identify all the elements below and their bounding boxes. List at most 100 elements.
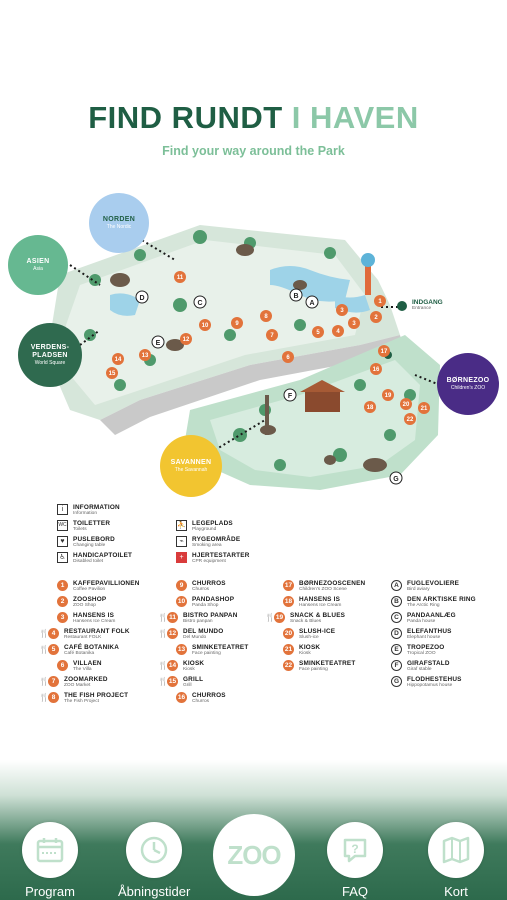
map-building: [305, 390, 340, 412]
legend-name: KAFFEPAVILLIONEN: [73, 580, 140, 587]
legend-name: FLODHESTEHUS: [407, 676, 462, 683]
legend-sub: Churros: [192, 587, 210, 592]
page-subtitle: Find your way around the Park: [162, 144, 345, 158]
nav-zoo-home[interactable]: ZOO: [213, 814, 295, 896]
cutlery-icon: 🍴: [39, 693, 49, 702]
legend-sub: Elephant house: [407, 635, 441, 640]
map-road: [100, 335, 405, 435]
svg-text:20: 20: [403, 402, 410, 408]
svg-text:6: 6: [286, 355, 290, 361]
map-number-markers: 11 1 2 3 3 4 5 6 7 8 9 10 12 13 14 15 16…: [106, 271, 430, 425]
svg-text:9: 9: [235, 321, 239, 327]
wheelchair-icon: ♿: [57, 552, 68, 563]
legend-name: RYGEOMRÅDE: [192, 536, 241, 543]
svg-text:4: 4: [336, 329, 340, 335]
nav-label: Åbningstider: [118, 884, 191, 899]
legend-name: BØRNEZOOSCENEN: [299, 580, 366, 587]
title-part-2: I HAVEN: [291, 100, 419, 135]
svg-text:B: B: [293, 293, 298, 300]
legend-sub: Coffee Pavilion: [73, 587, 106, 592]
area-bubble-bornezoo[interactable]: BØRNEZOO Children's ZOO: [437, 353, 499, 415]
svg-text:15: 15: [109, 371, 116, 377]
legend-name: SMINKETEATRET: [299, 660, 356, 667]
svg-text:16: 16: [373, 367, 380, 373]
nav-circle[interactable]: [22, 822, 78, 878]
legend-sub: Playground: [192, 527, 217, 532]
cutlery-icon: 🍴: [158, 613, 168, 622]
number-marker: 12: [167, 628, 178, 639]
smoking-icon: ⌁: [176, 536, 187, 547]
legend-sub: Face painting: [299, 667, 328, 672]
map-building-roof: [300, 380, 345, 392]
number-marker: 20: [283, 628, 294, 639]
info-icon: i: [57, 504, 68, 515]
legend-name: BISTRO PANPAN: [183, 612, 238, 619]
legend-name: HJERTESTARTER: [192, 552, 250, 559]
legend-sub: ZOO Shop: [73, 603, 96, 608]
area-bubble-savannen[interactable]: SAVANNEN The Savannah: [160, 435, 222, 497]
nav-program[interactable]: Program: [22, 822, 78, 899]
nav-label: Kort: [444, 884, 468, 899]
legend-sub: Giraf stable: [407, 667, 432, 672]
area-bubble-norden[interactable]: NORDEN The Nordic: [89, 193, 149, 253]
svg-text:A: A: [309, 300, 314, 307]
number-marker: 1: [57, 580, 68, 591]
nav-opening-hours[interactable]: Åbningstider: [118, 822, 190, 899]
park-map[interactable]: 11 1 2 3 3 4 5 6 7 8 9 10 12 13 14 15 16…: [0, 185, 507, 497]
cutlery-icon: 🍴: [158, 661, 168, 670]
defibrillator-icon: +: [176, 552, 187, 563]
legend-sub: Hansens Ice Cream: [73, 619, 116, 624]
svg-text:21: 21: [421, 406, 428, 412]
zoo-logo-button[interactable]: ZOO: [213, 814, 295, 896]
legend-sub: Face painting: [192, 651, 221, 656]
nav-circle[interactable]: [428, 822, 484, 878]
legend-name: HANDICAPTOILET: [73, 552, 133, 559]
legend-name: SMINKETEATRET: [192, 644, 249, 651]
area-bubble-verdenspladsen[interactable]: VERDENS- PLADSEN World Square: [18, 323, 82, 387]
map-letter-markers: A B C D E F G: [135, 288, 403, 485]
number-marker: 3: [57, 612, 68, 623]
nav-circle[interactable]: [126, 822, 183, 878]
legend-sub: Hansens Ice Cream: [299, 603, 342, 608]
area-sub: The Nordic: [106, 223, 132, 230]
clock-icon: [140, 836, 168, 864]
legend-sub: The Villa: [73, 667, 92, 672]
nav-circle[interactable]: ?: [327, 822, 383, 878]
legend-name: DEL MUNDO: [183, 628, 224, 635]
legend-sub: Restaurant FOLK: [64, 635, 102, 640]
bottom-nav: Program Åbningstider ZOO ? FAQ: [0, 800, 507, 900]
nav-map[interactable]: Kort: [428, 822, 484, 899]
legend-name: PUSLEBORD: [73, 536, 115, 543]
number-marker: 5: [48, 644, 59, 655]
area-sub: The Savannah: [174, 466, 208, 473]
number-marker: 6: [57, 660, 68, 671]
entrance-sub: Entrance: [412, 306, 432, 311]
nav-faq[interactable]: ? FAQ: [327, 822, 383, 899]
nav-label: FAQ: [341, 884, 368, 899]
svg-text:13: 13: [142, 353, 149, 359]
number-marker: 9: [176, 580, 187, 591]
cutlery-icon: 🍴: [39, 629, 49, 638]
svg-text:10: 10: [202, 323, 209, 329]
area-sub: World Square: [34, 359, 66, 366]
svg-text:19: 19: [385, 393, 392, 399]
area-bubble-asien[interactable]: ASIEN Asia: [8, 235, 68, 295]
number-marker: 17: [283, 580, 294, 591]
svg-text:G: G: [393, 476, 399, 483]
